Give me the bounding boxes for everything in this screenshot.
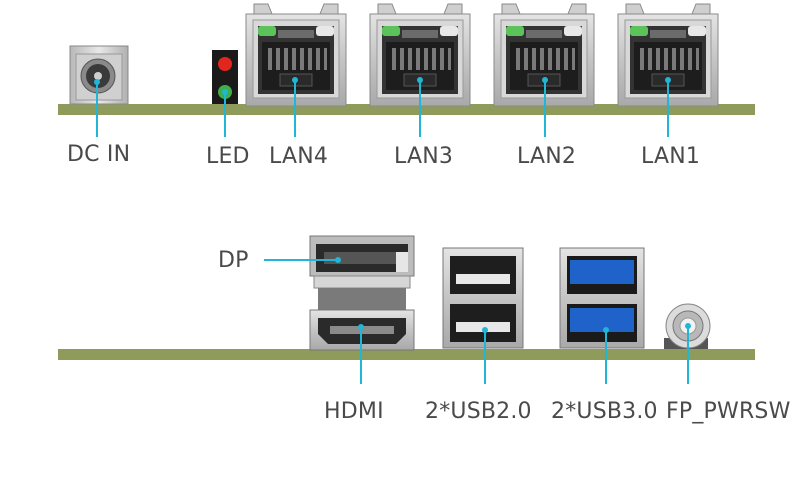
usb2-double-port-icon	[442, 247, 524, 349]
label-dp: DP	[218, 248, 249, 273]
label-usb20: 2*USB2.0	[425, 399, 532, 424]
label-led: LED	[206, 144, 250, 169]
label-lan4: LAN4	[269, 144, 329, 169]
label-usb30: 2*USB3.0	[551, 399, 658, 424]
label-hdmi: HDMI	[324, 399, 384, 424]
label-fp-pwrsw: FP_PWRSW	[666, 399, 791, 424]
label-lan1: LAN1	[641, 144, 701, 169]
dc-power-jack-icon	[69, 45, 129, 105]
top-board	[58, 104, 755, 115]
bottom-board	[58, 349, 755, 360]
label-lan3: LAN3	[394, 144, 454, 169]
label-lan2: LAN2	[517, 144, 577, 169]
label-dc-in: DC IN	[67, 142, 131, 167]
usb3-double-port-icon	[559, 247, 645, 349]
leader-lines	[94, 77, 691, 384]
displayport-connector-icon	[309, 235, 415, 310]
